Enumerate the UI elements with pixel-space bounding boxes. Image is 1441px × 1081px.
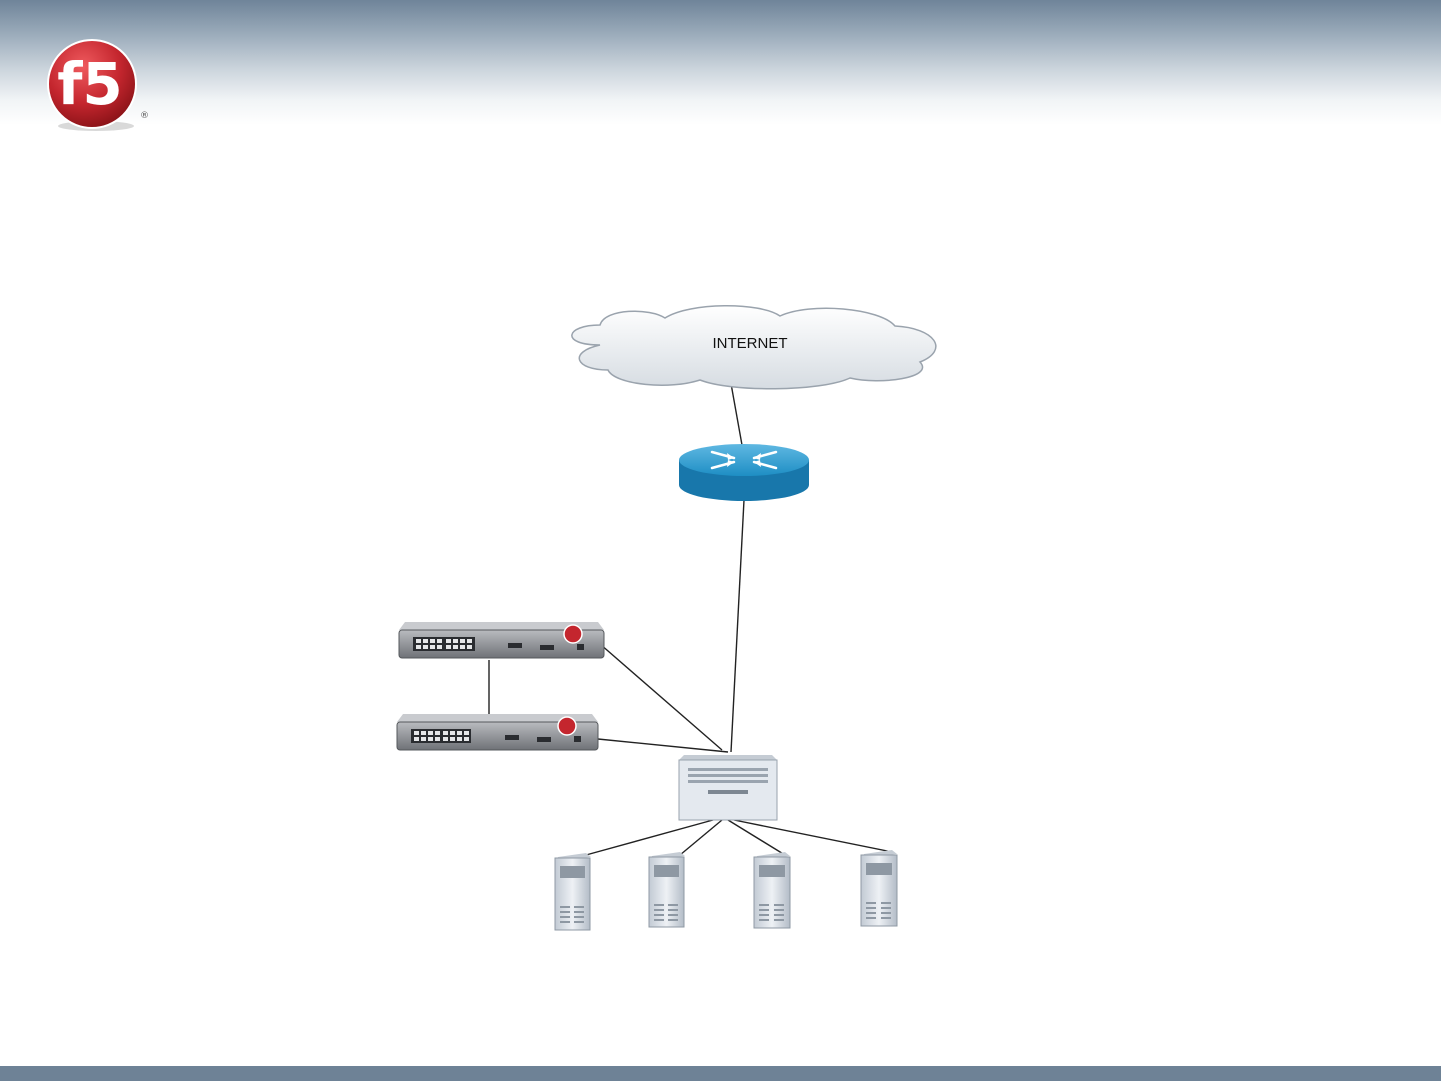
links — [488, 377, 893, 856]
cloud-label: INTERNET — [713, 335, 788, 352]
server-icon-2 — [648, 852, 685, 928]
f5-logo-icon: f5 ® — [47, 39, 149, 131]
router-icon — [679, 444, 809, 501]
f5-appliance-icon-secondary — [396, 714, 599, 751]
header-band — [0, 0, 1441, 125]
logo-text: f5 — [57, 50, 123, 118]
f5-appliance-icon-primary — [398, 622, 605, 659]
link-switch-server4 — [733, 819, 893, 853]
trademark-mark: ® — [140, 111, 149, 121]
link-switch-server1 — [585, 819, 714, 856]
footer-band — [0, 1066, 1441, 1081]
link-router-switch — [730, 499, 745, 753]
server-icon-1 — [554, 853, 591, 931]
server-icon-3 — [753, 852, 791, 929]
link-cloud-router — [729, 377, 743, 446]
switch-icon — [678, 755, 778, 821]
link-switch-server2 — [679, 819, 723, 856]
link-switch-server3 — [727, 819, 786, 856]
link-appliance2-switch — [597, 738, 729, 753]
link-appliance1-switch — [599, 643, 723, 751]
server-icon-4 — [860, 850, 898, 927]
internet-cloud-icon: INTERNET — [571, 305, 937, 390]
